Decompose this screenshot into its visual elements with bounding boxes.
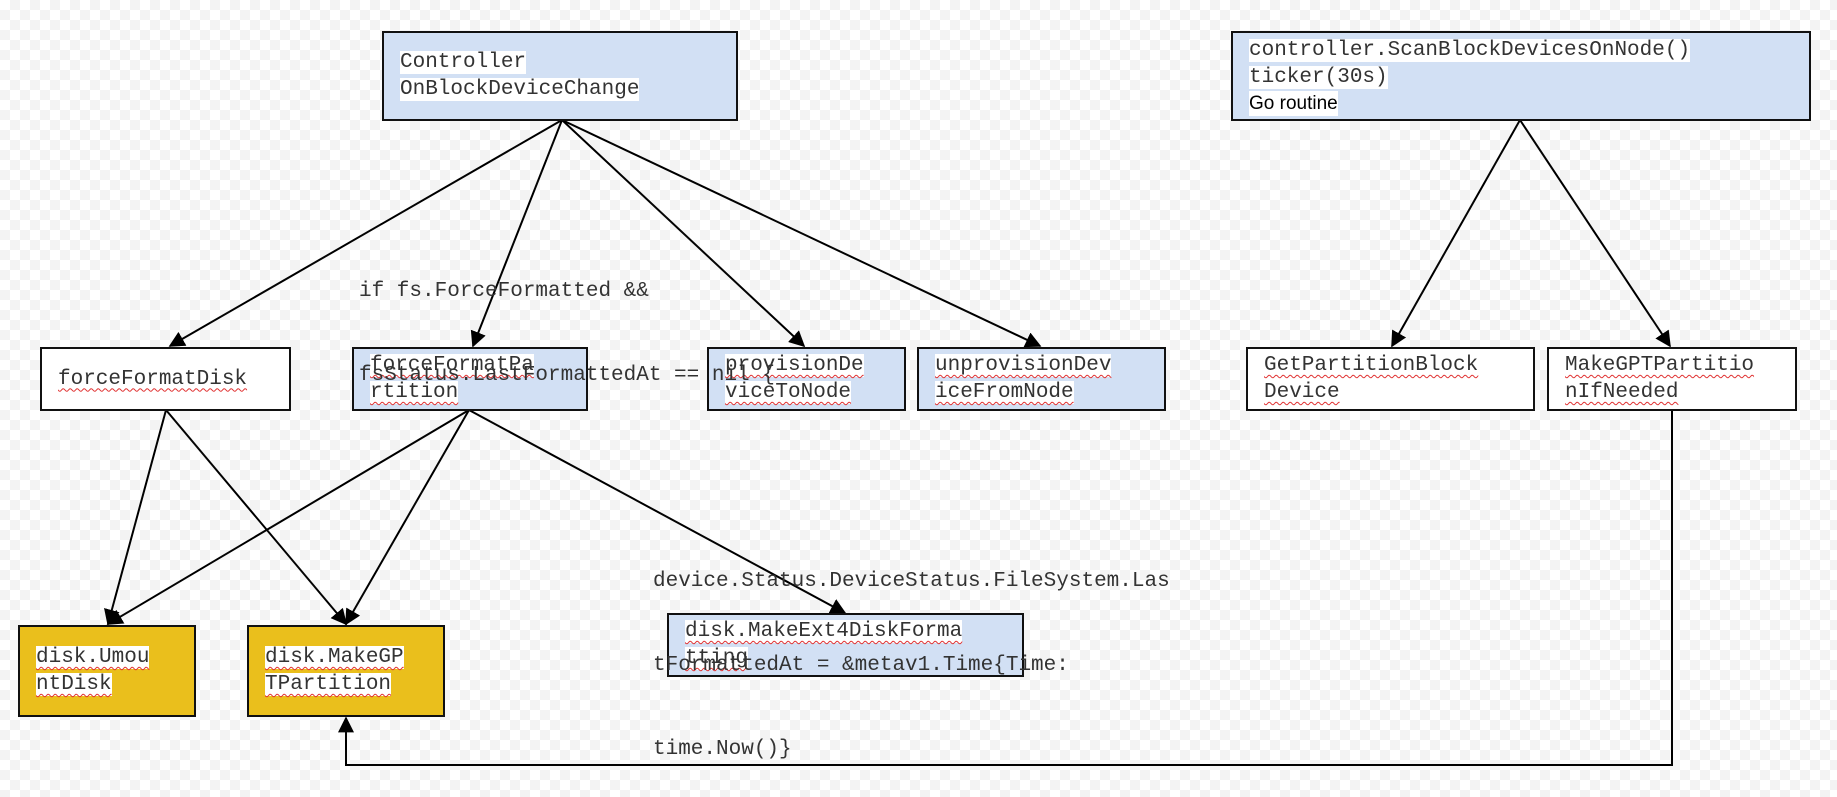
scanner-node: controller.ScanBlockDevicesOnNode() tick… — [1231, 31, 1811, 121]
scanner-node-line-1: controller.ScanBlockDevicesOnNode() — [1249, 38, 1691, 62]
edge-controller-to-provision-device — [561, 119, 806, 348]
edge-controller-to-force-format-disk — [168, 119, 563, 347]
edge-force-format-partition-to-disk-umount — [106, 409, 470, 625]
force-condition-line-2: fsStatus.LastFormattedAt == nil { — [359, 364, 775, 387]
controller-node: Controller OnBlockDeviceChange — [382, 31, 738, 121]
disk-umount-line-2: ntDisk — [36, 673, 112, 696]
status-assignment-label: device.Status.DeviceStatus.FileSystem.La… — [653, 512, 1170, 792]
make-gpt-partition-if-needed-line-1: MakeGPTPartitio — [1565, 354, 1755, 377]
edge-force-format-partition-to-disk-make-gpt — [345, 409, 470, 626]
provision-device-line-1: provisionDe — [725, 354, 864, 377]
status-assignment-line-2: tFormattedAt = &metav1.Time{Time: — [653, 654, 1069, 677]
make-gpt-partition-if-needed-node: MakeGPTPartitio nIfNeeded — [1547, 347, 1797, 411]
make-gpt-partition-if-needed-line-2: nIfNeeded — [1565, 381, 1679, 404]
force-format-partition-line-1: forceFormatPa — [370, 354, 534, 377]
force-format-disk-node: forceFormatDisk — [40, 347, 291, 411]
force-format-partition-node: forceFormatPa rtition — [352, 347, 588, 411]
edge-force-format-partition-to-disk-make-ext4 — [468, 409, 847, 614]
controller-node-line-1: Controller — [400, 51, 527, 74]
force-condition-line-1: if fs.ForceFormatted && — [359, 280, 649, 303]
disk-make-ext4-node: disk.MakeExt4DiskForma tting — [667, 613, 1024, 677]
status-assignment-line-3: time.Now()} — [653, 738, 792, 761]
unprovision-device-node: unprovisionDev iceFromNode — [917, 347, 1166, 411]
unprovision-device-line-1: unprovisionDev — [935, 354, 1112, 377]
scanner-node-line-2: ticker(30s) — [1249, 65, 1388, 89]
edge-controller-to-unprovision-device — [561, 119, 1042, 348]
force-format-disk-label: forceFormatDisk — [58, 367, 248, 391]
edge-force-format-disk-to-disk-umount — [104, 409, 167, 626]
force-format-partition-line-2: rtition — [370, 381, 459, 404]
disk-make-ext4-line-2: tting — [685, 647, 749, 670]
disk-umount-line-1: disk.Umou — [36, 646, 150, 669]
scanner-node-note: Go routine — [1249, 90, 1338, 116]
disk-make-gpt-line-2: TPartition — [265, 673, 392, 696]
disk-make-gpt-line-1: disk.MakeGP — [265, 646, 404, 669]
edge-make-gpt-partition-if-needed-to-disk-make-gpt — [338, 410, 1673, 766]
force-condition-label: if fs.ForceFormatted && fsStatus.LastFor… — [359, 222, 775, 418]
edge-controller-to-force-format-partition — [470, 119, 563, 348]
edge-force-format-disk-to-disk-make-gpt — [165, 409, 348, 626]
edge-scanner-to-make-gpt-partition-if-needed — [1519, 119, 1671, 348]
get-partition-block-device-line-2: Device — [1264, 381, 1340, 404]
get-partition-block-device-node: GetPartitionBlock Device — [1246, 347, 1535, 411]
provision-device-node: provisionDe viceToNode — [707, 347, 906, 411]
controller-node-line-2: OnBlockDeviceChange — [400, 78, 640, 101]
disk-make-gpt-node: disk.MakeGP TPartition — [247, 625, 445, 717]
provision-device-line-2: viceToNode — [725, 381, 852, 404]
status-assignment-line-1: device.Status.DeviceStatus.FileSystem.La… — [653, 570, 1170, 593]
unprovision-device-line-2: iceFromNode — [935, 381, 1074, 404]
edge-scanner-to-get-partition-block-device — [1391, 119, 1521, 348]
disk-make-ext4-line-1: disk.MakeExt4DiskForma — [685, 620, 963, 643]
disk-umount-node: disk.Umou ntDisk — [18, 625, 196, 717]
get-partition-block-device-line-1: GetPartitionBlock — [1264, 354, 1479, 377]
